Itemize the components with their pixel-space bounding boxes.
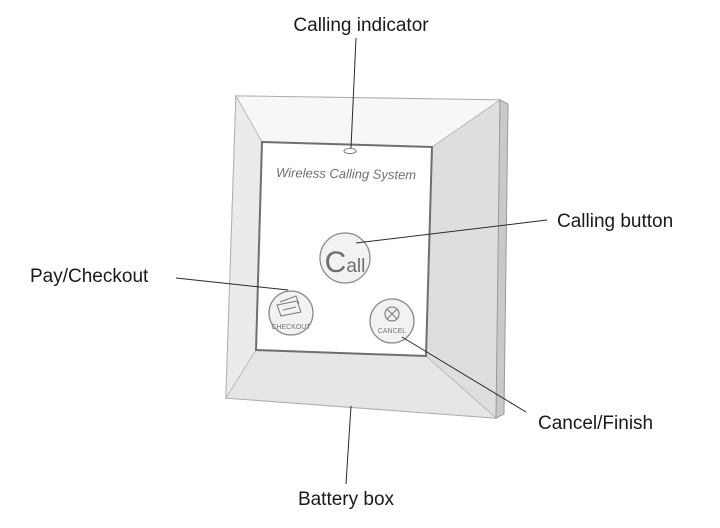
- checkout-button[interactable]: CHECKOUT: [268, 290, 314, 336]
- leader-pay-checkout: [175, 277, 289, 291]
- label-cancel-finish: Cancel/Finish: [538, 413, 653, 434]
- leader-calling-button: [355, 219, 548, 244]
- cancel-button-label: CANCEL: [378, 328, 407, 335]
- call-button-label: Call: [325, 246, 366, 279]
- leader-cancel-finish: [401, 336, 527, 413]
- frame-side-edge: [495, 99, 509, 419]
- brand-text: Wireless Calling System: [276, 165, 416, 182]
- card-payment-icon: [276, 295, 302, 317]
- label-pay-checkout: Pay/Checkout: [30, 266, 149, 287]
- call-button-letter: C: [325, 246, 347, 279]
- leader-battery-box: [345, 405, 352, 485]
- led-indicator-icon: [343, 147, 357, 155]
- label-calling-button: Calling button: [557, 211, 673, 232]
- call-button-rest: all: [346, 256, 365, 277]
- label-battery-box: Battery box: [298, 489, 395, 510]
- leader-calling-indicator: [350, 37, 357, 149]
- label-calling-indicator: Calling indicator: [293, 15, 429, 36]
- circle-x-icon: [384, 306, 400, 322]
- call-button[interactable]: Call: [319, 232, 371, 284]
- checkout-button-label: CHECKOUT: [271, 324, 311, 331]
- cancel-button[interactable]: CANCEL: [369, 298, 415, 344]
